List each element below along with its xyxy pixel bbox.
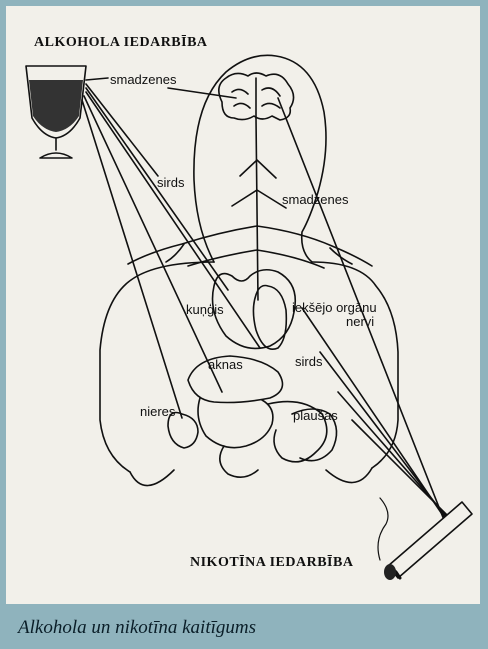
label-lungs: plaušas: [293, 409, 338, 423]
label-nerves-line2: nervi: [346, 315, 374, 329]
label-kidneys: nieres: [140, 405, 175, 419]
nicotine-heading: NIKOTĪNA IEDARBĪBA: [190, 555, 353, 571]
alcohol-heading: ALKOHOLA IEDARBĪBA: [34, 35, 208, 51]
label-nerves-line1: iekšējo orgānu: [292, 301, 377, 315]
label-heart-nicotine: sirds: [295, 355, 322, 369]
label-heart-alcohol: sirds: [157, 176, 184, 190]
label-liver: aknas: [208, 358, 243, 372]
wine-glass-icon: [26, 66, 86, 158]
cigarette-icon: [378, 498, 472, 580]
label-brain-alcohol: smadzenes: [110, 73, 176, 87]
label-brain-nicotine: smadzenes: [282, 193, 348, 207]
label-stomach: kuņģis: [186, 303, 224, 317]
figure-caption: Alkohola un nikotīna kaitīgums: [18, 617, 256, 639]
